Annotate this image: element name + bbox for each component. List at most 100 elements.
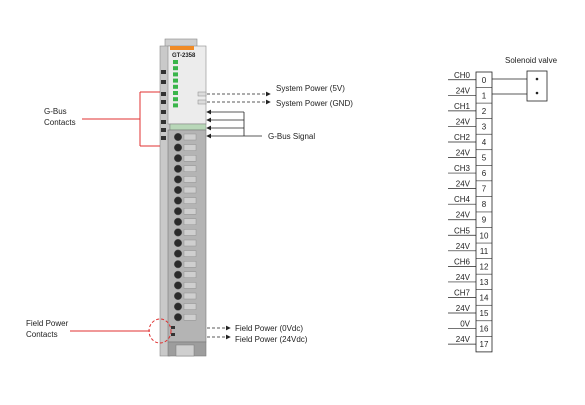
terminal-number: 7 xyxy=(482,185,487,194)
terminal-release xyxy=(183,303,197,310)
field-power-0v-label: Field Power (0Vdc) xyxy=(235,324,303,333)
terminal-release xyxy=(183,314,197,321)
terminal-number: 14 xyxy=(480,293,489,302)
terminal-number: 10 xyxy=(480,231,489,240)
status-led xyxy=(173,78,178,83)
gbus-contacts-callout: G-Bus Contacts xyxy=(44,91,160,147)
field-power-pin-24v xyxy=(171,333,175,336)
terminal-screw xyxy=(173,185,183,195)
signal-label: 24V xyxy=(456,335,471,344)
terminal-screw xyxy=(173,132,183,142)
terminal-release xyxy=(183,144,197,151)
signal-label: CH0 xyxy=(454,71,471,80)
system-power-gnd-callout: System Power (GND) xyxy=(207,99,353,108)
terminal-number: 4 xyxy=(482,138,487,147)
terminal-column xyxy=(173,132,197,322)
terminal-screw xyxy=(173,313,183,322)
field-power-24v-label: Field Power (24Vdc) xyxy=(235,335,308,344)
terminal-screw xyxy=(173,270,183,279)
terminal-number: 3 xyxy=(482,122,487,131)
terminal-release xyxy=(183,165,197,173)
signal-label: 24V xyxy=(456,117,471,126)
signal-label: CH6 xyxy=(454,257,471,266)
terminal-number: 8 xyxy=(482,200,487,209)
signal-label: CH2 xyxy=(454,133,471,142)
gbus-pin xyxy=(161,80,166,84)
terminal-screw xyxy=(173,175,183,184)
terminal-screw xyxy=(173,228,183,237)
signal-label: CH4 xyxy=(454,195,471,204)
terminal-screw xyxy=(173,143,183,152)
module-foot-latch xyxy=(175,344,195,357)
signal-label: 24V xyxy=(456,180,471,189)
terminal-release xyxy=(183,229,197,236)
led-column xyxy=(173,60,178,108)
terminal-number: 6 xyxy=(482,169,487,178)
terminal-release xyxy=(183,271,197,278)
terminal-screw xyxy=(173,154,183,163)
terminal-release xyxy=(183,133,197,141)
system-power-tab-gnd xyxy=(197,99,207,105)
terminal-release xyxy=(183,154,197,162)
gbus-signal-callout: G-Bus Signal xyxy=(206,109,315,141)
signal-label: 24V xyxy=(456,273,471,282)
gbus-signal-label: G-Bus Signal xyxy=(268,132,315,141)
solenoid-valve-symbol xyxy=(526,70,548,102)
signal-label: 0V xyxy=(460,320,470,329)
terminal-number: 2 xyxy=(482,107,487,116)
field-power-0v-callout: Field Power (0Vdc) xyxy=(207,324,303,333)
terminal-number: 17 xyxy=(480,340,489,349)
gbus-contacts-bracket xyxy=(82,91,160,147)
system-power-5v-callout: System Power (5V) xyxy=(207,84,345,97)
status-led xyxy=(173,103,178,108)
terminal-screw xyxy=(173,281,183,290)
solenoid-valve-terminal-a xyxy=(535,77,539,81)
gbus-contact-pins xyxy=(161,70,166,140)
signal-label: 24V xyxy=(456,304,471,313)
terminal-release xyxy=(183,250,197,257)
solenoid-valve-label: Solenoid valve xyxy=(505,56,558,65)
field-power-contacts-label-line1: Field Power xyxy=(26,319,69,328)
status-led xyxy=(173,66,178,71)
module-header-stripe xyxy=(170,46,194,50)
terminal-release xyxy=(183,186,197,194)
gbus-pin xyxy=(161,128,166,132)
module-terminal-block xyxy=(167,129,207,343)
gbus-contacts-label-line1: G-Bus xyxy=(44,107,67,116)
terminal-number: 5 xyxy=(482,154,487,163)
status-led xyxy=(173,91,178,95)
module-bus-strip xyxy=(169,123,207,131)
terminal-screw xyxy=(173,164,183,173)
system-power-5v-label: System Power (5V) xyxy=(276,84,345,93)
terminal-screw xyxy=(173,238,183,248)
wiring-diagram: Solenoid valve 0CH0124V2CH1324V4CH2524V6… xyxy=(448,56,558,353)
terminal-number: 9 xyxy=(482,216,487,225)
terminal-number: 16 xyxy=(480,325,489,334)
gbus-pin xyxy=(161,120,166,124)
signal-label: CH5 xyxy=(454,226,471,235)
system-power-tab-5v xyxy=(197,91,207,97)
status-led xyxy=(173,97,178,102)
field-power-contacts-callout: Field Power Contacts xyxy=(26,318,172,344)
module-model-label: GT-2358 xyxy=(172,53,196,59)
field-power-contacts-marker xyxy=(148,318,172,344)
status-led xyxy=(173,84,178,89)
terminal-screw xyxy=(173,260,183,269)
field-power-contacts-label-line2: Contacts xyxy=(26,330,58,339)
signal-label: 24V xyxy=(456,211,471,220)
terminal-number: 13 xyxy=(480,278,489,287)
terminal-screw xyxy=(173,291,183,301)
terminal-number: 0 xyxy=(482,76,487,85)
signal-label: 24V xyxy=(456,86,471,95)
signal-label: 24V xyxy=(456,149,471,158)
gbus-pin xyxy=(161,100,166,104)
terminal-release xyxy=(183,282,197,289)
gbus-pin xyxy=(161,110,166,114)
system-power-gnd-label: System Power (GND) xyxy=(276,99,353,108)
signal-label: CH7 xyxy=(454,288,471,297)
terminal-release xyxy=(183,292,197,300)
terminal-screw xyxy=(173,196,183,205)
wiring-rows: 0CH0124V2CH1324V4CH2524V6CH3724V8CH4924V… xyxy=(448,71,493,353)
